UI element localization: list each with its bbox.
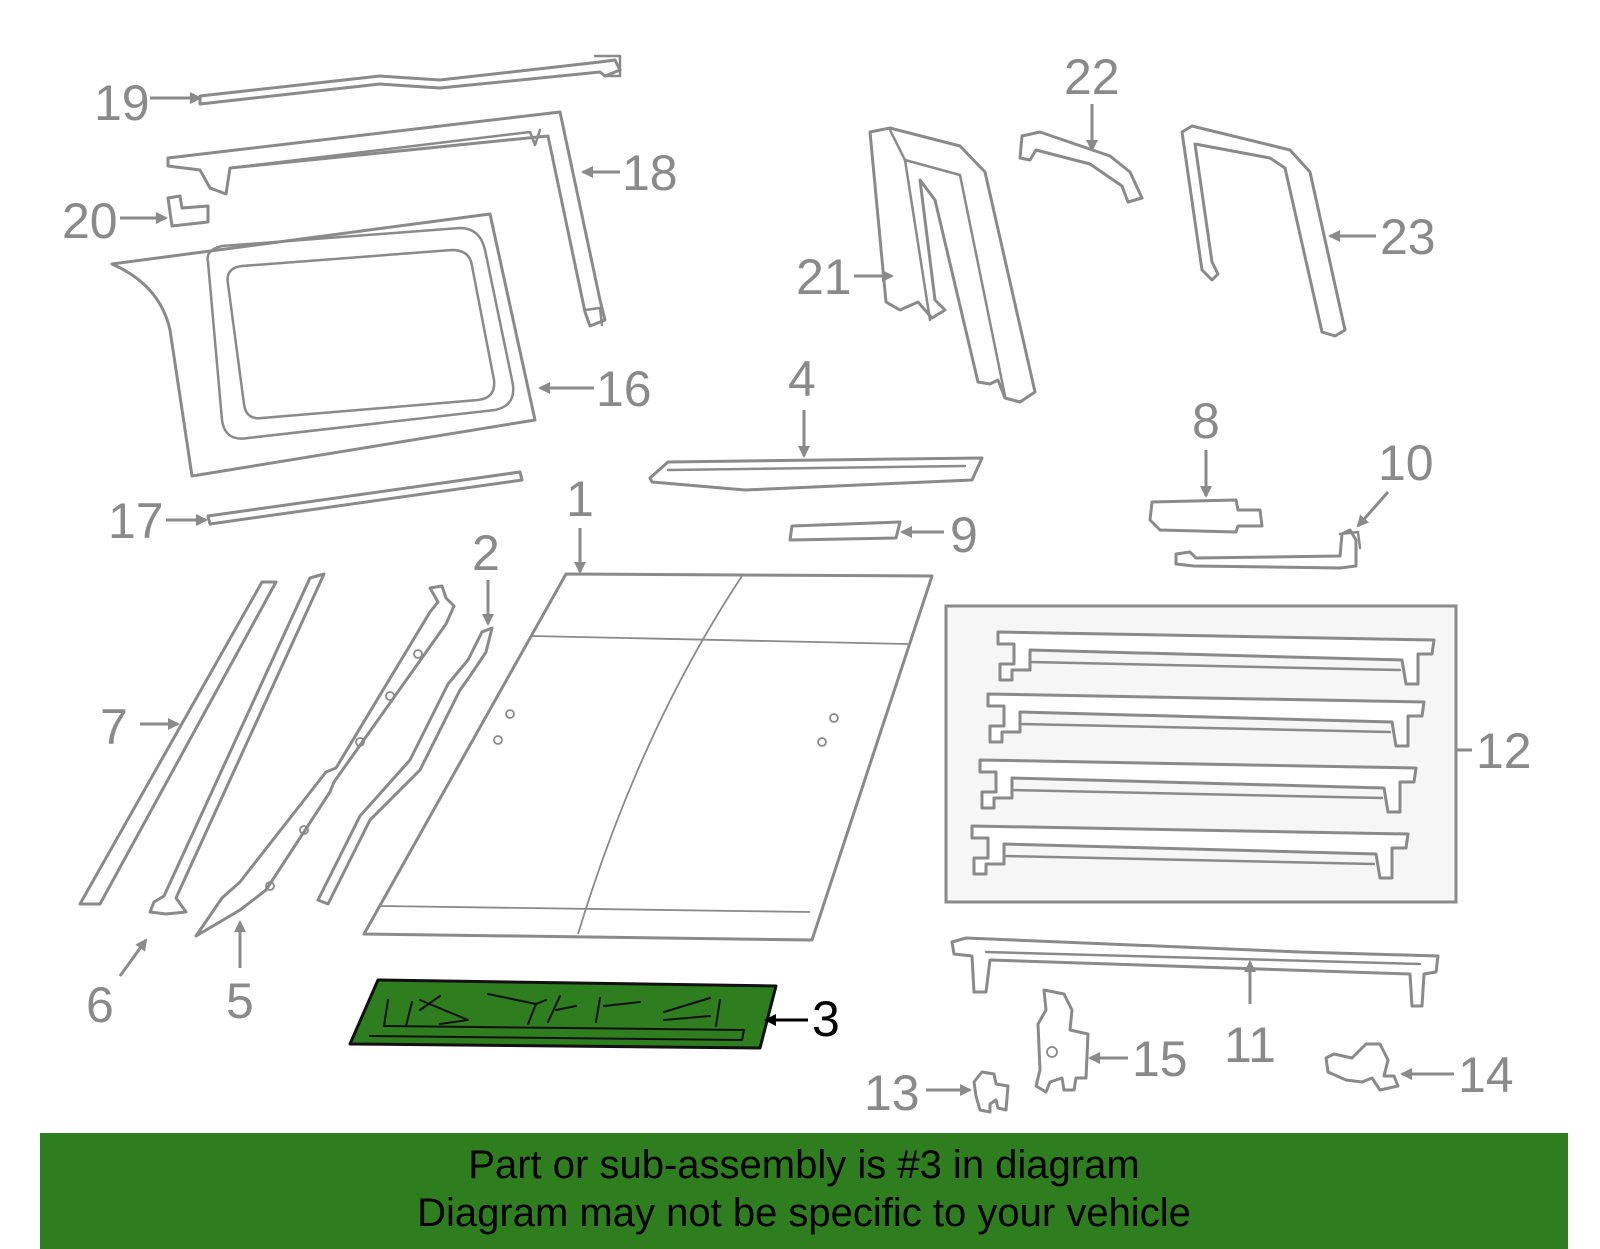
part-2-rail-strip[interactable] [316, 626, 494, 906]
part-21-pillar-frame[interactable] [868, 126, 1037, 404]
callout-14: 14 [1458, 1047, 1514, 1103]
callout-17: 17 [108, 493, 164, 549]
callout-13: 13 [864, 1065, 920, 1121]
callout-10: 10 [1378, 435, 1434, 491]
part-14-latch-bracket[interactable] [1324, 1042, 1400, 1092]
part-9-strip[interactable] [788, 520, 902, 542]
part-3-highlighted-panel[interactable] [348, 978, 778, 1050]
part-4-bar[interactable] [648, 456, 984, 492]
callout-19: 19 [94, 75, 150, 131]
callout-8: 8 [1192, 393, 1220, 449]
part-6-seal-strip[interactable] [148, 572, 326, 916]
callout-18: 18 [622, 145, 678, 201]
part-5-roof-rail[interactable] [194, 584, 456, 938]
part-19-rail-strip[interactable] [198, 54, 622, 106]
callout-16: 16 [596, 361, 652, 417]
part-17-lower-strip[interactable] [206, 470, 524, 526]
banner-disclaimer: Diagram may not be specific to your vehi… [417, 1191, 1191, 1235]
part-1-roof-panel[interactable] [362, 572, 934, 942]
info-banner: Part or sub-assembly is #3 in diagram Di… [40, 1133, 1568, 1249]
banner-part-note: Part or sub-assembly is #3 in diagram [468, 1143, 1140, 1187]
part-7-long-strip[interactable] [78, 580, 278, 906]
callout-23: 23 [1380, 209, 1436, 265]
part-8-latch[interactable] [1148, 498, 1264, 534]
part-10-rod[interactable] [1174, 528, 1362, 570]
callout-7: 7 [100, 699, 128, 755]
callout-21: 21 [796, 249, 852, 305]
part-23-door-seal[interactable] [1180, 124, 1347, 338]
callout-1: 1 [566, 471, 594, 527]
callout-22: 22 [1064, 49, 1120, 105]
callout-2: 2 [472, 525, 500, 581]
callout-4: 4 [788, 351, 816, 407]
part-18-header-rail[interactable] [166, 110, 607, 328]
part-12-bows-assembly[interactable] [944, 604, 1458, 904]
callout-3: 3 [812, 991, 840, 1047]
callout-20: 20 [62, 193, 118, 249]
callout-9: 9 [950, 507, 978, 563]
callout-5: 5 [226, 973, 254, 1029]
part-13-bracket[interactable] [972, 1070, 1010, 1114]
part-22-top-rail[interactable] [1018, 130, 1144, 204]
callout-12: 12 [1476, 723, 1532, 779]
callout-15: 15 [1132, 1031, 1188, 1087]
part-15-bracket[interactable] [1034, 988, 1090, 1094]
part-11-bow[interactable] [950, 936, 1440, 1008]
part-16-side-window[interactable] [110, 212, 537, 478]
part-20-clip[interactable] [166, 194, 210, 228]
callout-6: 6 [86, 977, 114, 1033]
callout-11: 11 [1224, 1017, 1276, 1073]
